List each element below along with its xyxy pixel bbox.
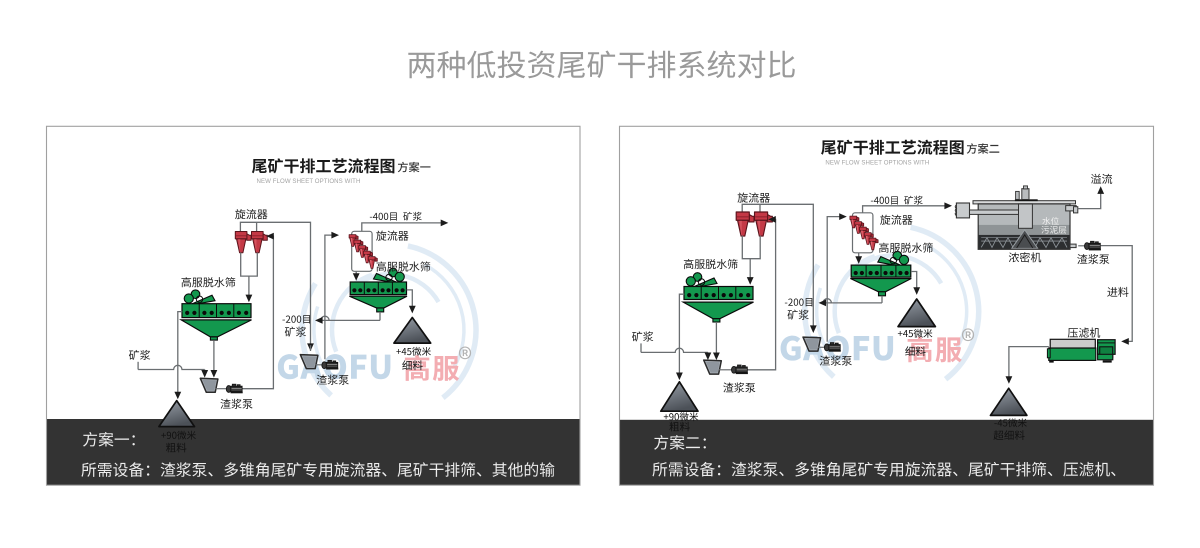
svg-text:NEW FLOW SHEET OPTIONS WITH: NEW FLOW SHEET OPTIONS WITH bbox=[825, 160, 929, 167]
svg-text:NEW FLOW SHEET OPTIONS WITH: NEW FLOW SHEET OPTIONS WITH bbox=[257, 178, 361, 185]
